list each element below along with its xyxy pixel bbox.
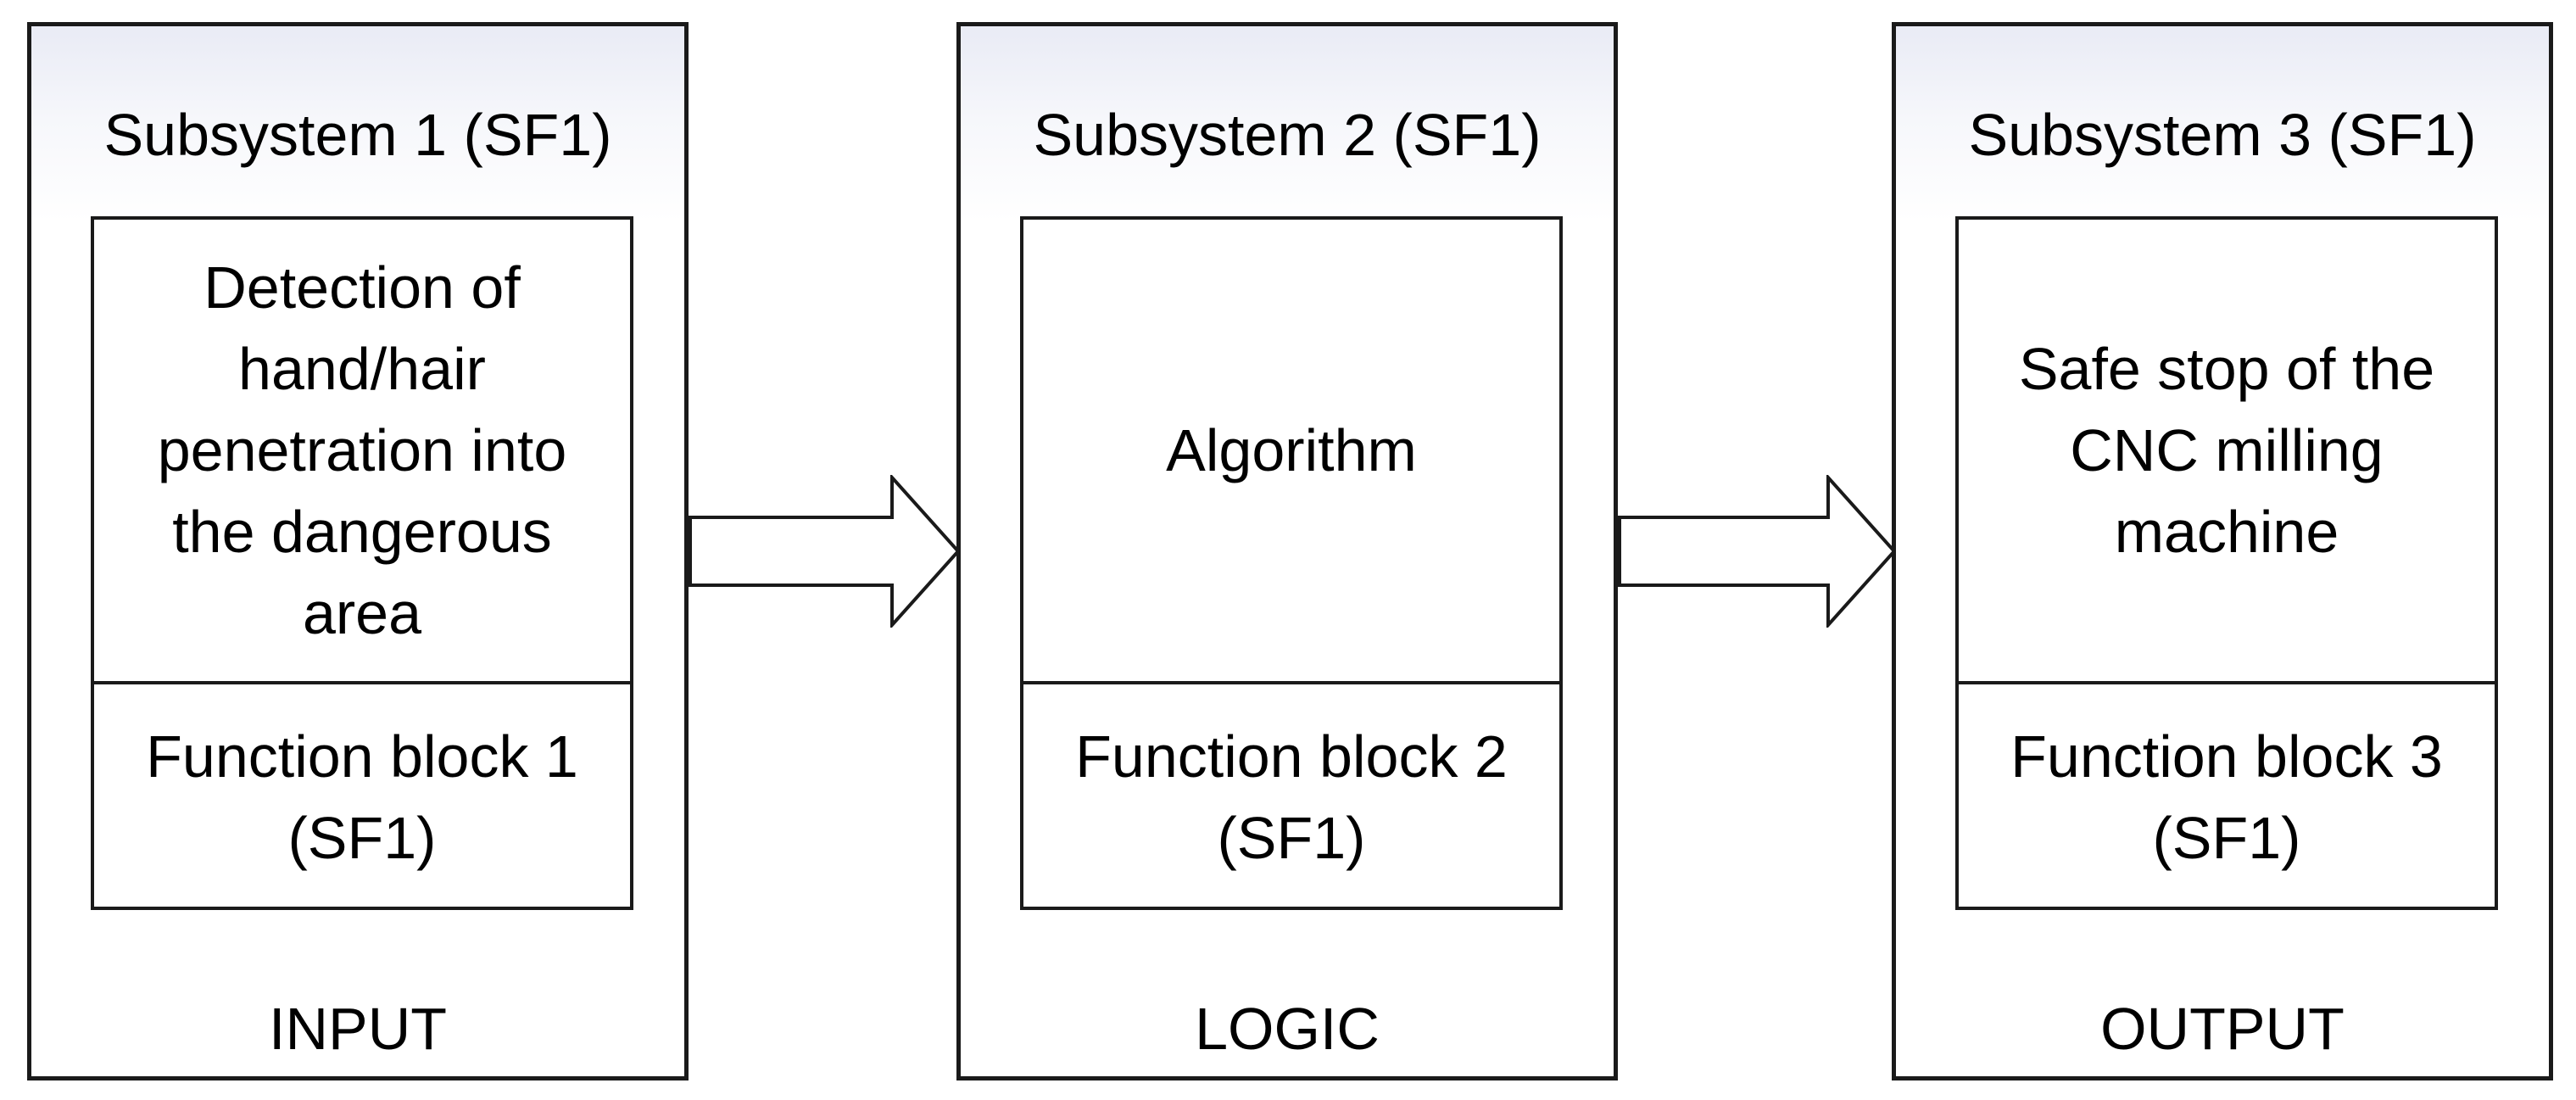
function-block-label: (SF1)	[1217, 805, 1366, 871]
role-label-input: INPUT	[269, 996, 447, 1062]
function-block-3: Safe stop of the CNC milling machine Fun…	[1955, 216, 2498, 910]
function-block-label: Function block 1	[146, 723, 578, 790]
function-block-label: (SF1)	[287, 805, 437, 871]
function-block-label: Function block 2	[1075, 723, 1508, 790]
subsystem-2-title: Subsystem 2 (SF1)	[1033, 102, 1542, 168]
description-line: hand/hair	[238, 336, 486, 402]
function-block-2: Algorithm Function block 2 (SF1)	[1020, 216, 1563, 910]
block-arrow-right-icon	[1618, 475, 1897, 628]
function-block-1-description: Detection of hand/hair penetration into …	[94, 220, 630, 684]
role-label-logic: LOGIC	[1195, 996, 1380, 1062]
description-line: Algorithm	[1166, 417, 1417, 483]
function-block-label: (SF1)	[2152, 805, 2301, 871]
function-block-2-name: Function block 2 (SF1)	[1023, 688, 1559, 907]
description-line: Detection of	[204, 254, 521, 321]
description-line: machine	[2114, 499, 2339, 565]
function-block-3-name: Function block 3 (SF1)	[1959, 688, 2495, 907]
description-line: the dangerous	[172, 499, 552, 565]
subsystem-3-title: Subsystem 3 (SF1)	[1968, 102, 2477, 168]
description-line: penetration into	[157, 417, 567, 483]
function-block-3-description: Safe stop of the CNC milling machine	[1959, 220, 2495, 684]
description-line: area	[302, 580, 422, 646]
description-line: CNC milling	[2070, 417, 2384, 483]
function-block-label: Function block 3	[2010, 723, 2443, 790]
subsystem-3-panel: Subsystem 3 (SF1) Safe stop of the CNC m…	[1892, 22, 2553, 1080]
function-block-1-name: Function block 1 (SF1)	[94, 688, 630, 907]
function-block-1: Detection of hand/hair penetration into …	[91, 216, 633, 910]
role-label-output: OUTPUT	[2100, 996, 2345, 1062]
description-line: Safe stop of the	[2018, 336, 2435, 402]
function-block-2-description: Algorithm	[1023, 220, 1559, 684]
subsystem-2-panel: Subsystem 2 (SF1) Algorithm Function blo…	[956, 22, 1618, 1080]
subsystem-1-title: Subsystem 1 (SF1)	[103, 102, 612, 168]
subsystem-1-panel: Subsystem 1 (SF1) Detection of hand/hair…	[27, 22, 689, 1080]
block-arrow-right-icon	[689, 475, 961, 628]
